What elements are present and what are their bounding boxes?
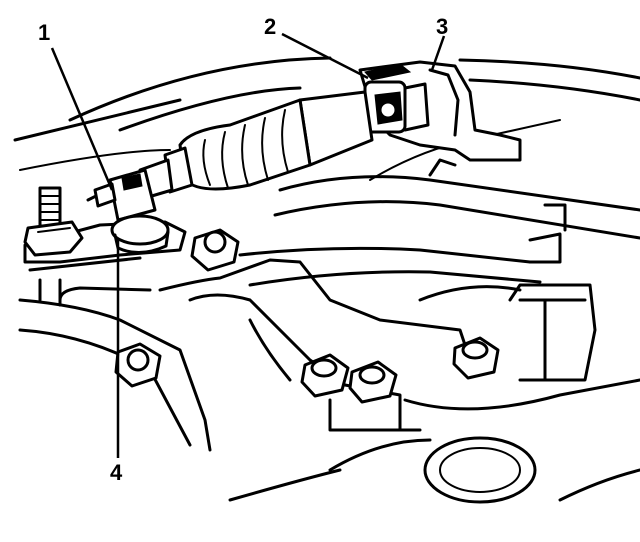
leader-2	[281, 32, 369, 80]
lever-stud-nut	[23, 186, 84, 257]
nut-right	[452, 336, 500, 380]
shift-cable	[138, 90, 374, 200]
callout-2: 2	[264, 14, 276, 39]
nut-center-left	[300, 353, 350, 398]
callout-4: 4	[110, 460, 123, 485]
callout-3: 3	[436, 14, 448, 39]
transmission-housing	[38, 278, 640, 504]
bolt-upper	[190, 228, 240, 272]
cable-retainer-clip	[363, 80, 430, 134]
bolt-left-lower	[114, 342, 162, 388]
leader-1	[50, 47, 114, 191]
bracket-bolts	[114, 228, 500, 404]
upper-housing-lines	[13, 56, 640, 171]
cable-end-connector	[86, 168, 157, 222]
nut-center-right	[348, 360, 398, 404]
callout-leaders	[50, 32, 446, 458]
callout-labels: 1 2 3 4	[38, 14, 448, 485]
leader-3	[430, 35, 446, 71]
callout-1: 1	[38, 20, 50, 45]
